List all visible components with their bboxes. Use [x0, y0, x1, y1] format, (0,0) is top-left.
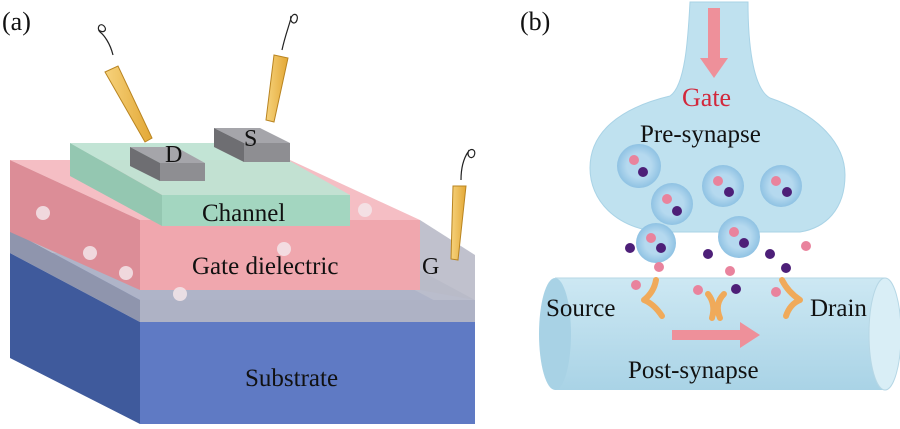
ion-dot [358, 203, 372, 217]
receptor [779, 277, 803, 319]
source-pad [214, 128, 290, 162]
vesicle [702, 165, 744, 207]
gate-label: Gate [682, 83, 731, 112]
gate-contact-label: G [422, 254, 439, 280]
ion-dot [173, 287, 187, 301]
neurotransmitter-dot [703, 249, 713, 259]
dielectric-label: Gate dielectric [192, 253, 338, 280]
gate-probe [450, 148, 476, 261]
source-pad-label: S [244, 126, 257, 152]
neurotransmitter-dot [725, 266, 735, 276]
ion-dot [277, 242, 291, 256]
neurotransmitter-dot [801, 241, 811, 251]
panel-b-tag: (b) [520, 7, 550, 36]
source-probe [265, 13, 298, 123]
ion-dot [83, 246, 97, 260]
neurotransmitter-dot [654, 262, 664, 272]
neurotransmitter-dot [765, 249, 775, 259]
neurotransmitters [625, 241, 811, 297]
channel-label: Channel [202, 200, 285, 227]
vesicle [617, 144, 661, 188]
vesicle [636, 223, 676, 263]
post-synapse-label: Post-synapse [628, 357, 759, 384]
neurotransmitter-dot [693, 285, 703, 295]
drain-pad-label: D [165, 142, 182, 168]
ion-dot [36, 206, 50, 220]
transistor-diagram: (a) Gate dielect [2, 7, 476, 424]
receptors [641, 277, 803, 321]
source-label: Source [546, 295, 615, 322]
receptor [705, 291, 727, 321]
neurotransmitter-dot [625, 243, 635, 253]
drain-label: Drain [810, 295, 867, 322]
drain-pad [130, 147, 205, 181]
vesicle [651, 183, 693, 225]
pre-synapse-label: Pre-synapse [640, 121, 761, 148]
substrate-label: Substrate [245, 365, 338, 392]
vesicles [617, 144, 802, 263]
neurotransmitter-dot [781, 263, 791, 273]
vesicle [718, 216, 760, 258]
neurotransmitter-dot [631, 280, 641, 290]
ion-dot [119, 266, 133, 280]
synapse-diagram: (b) Gate Pre-synapse [520, 1, 900, 391]
ion-dots [36, 203, 372, 301]
vesicle [760, 165, 802, 207]
current-arrow [672, 322, 760, 348]
panel-a-tag: (a) [2, 7, 31, 36]
gate-arrow [700, 8, 728, 78]
drain-probe [97, 24, 153, 143]
neurotransmitter-dot [731, 284, 741, 294]
receptor [641, 277, 665, 319]
neurotransmitter-dot [771, 287, 781, 297]
